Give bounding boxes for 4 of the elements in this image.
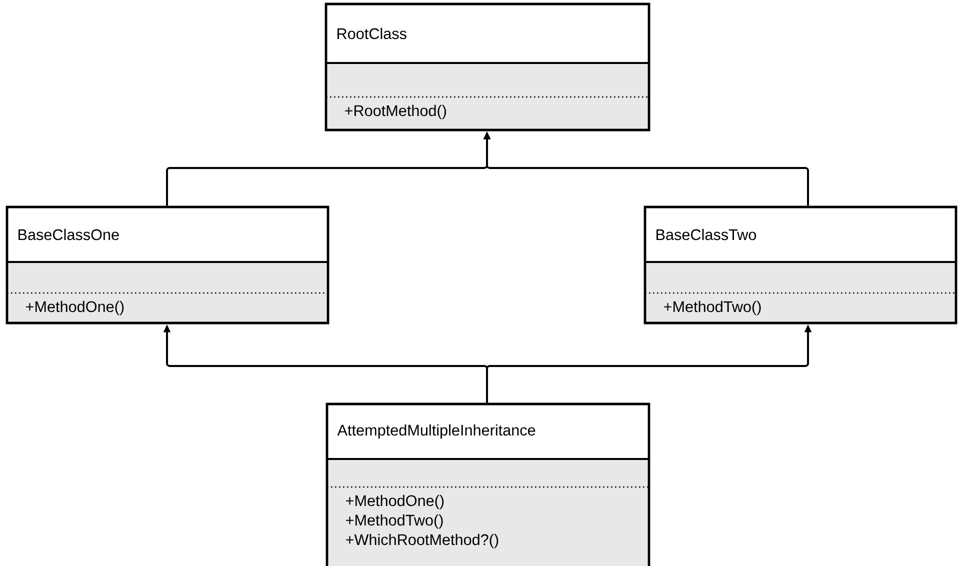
class-box: BaseClassOne +MethodOne() (6, 206, 330, 324)
class-box: BaseClassTwo +MethodTwo() (644, 206, 958, 324)
class-box: AttemptedMultipleInheritance +MethodOne() +MethodTwo() +WhichRootMethod?() (326, 402, 650, 566)
class-box: RootClass +RootMethod() (324, 2, 650, 132)
